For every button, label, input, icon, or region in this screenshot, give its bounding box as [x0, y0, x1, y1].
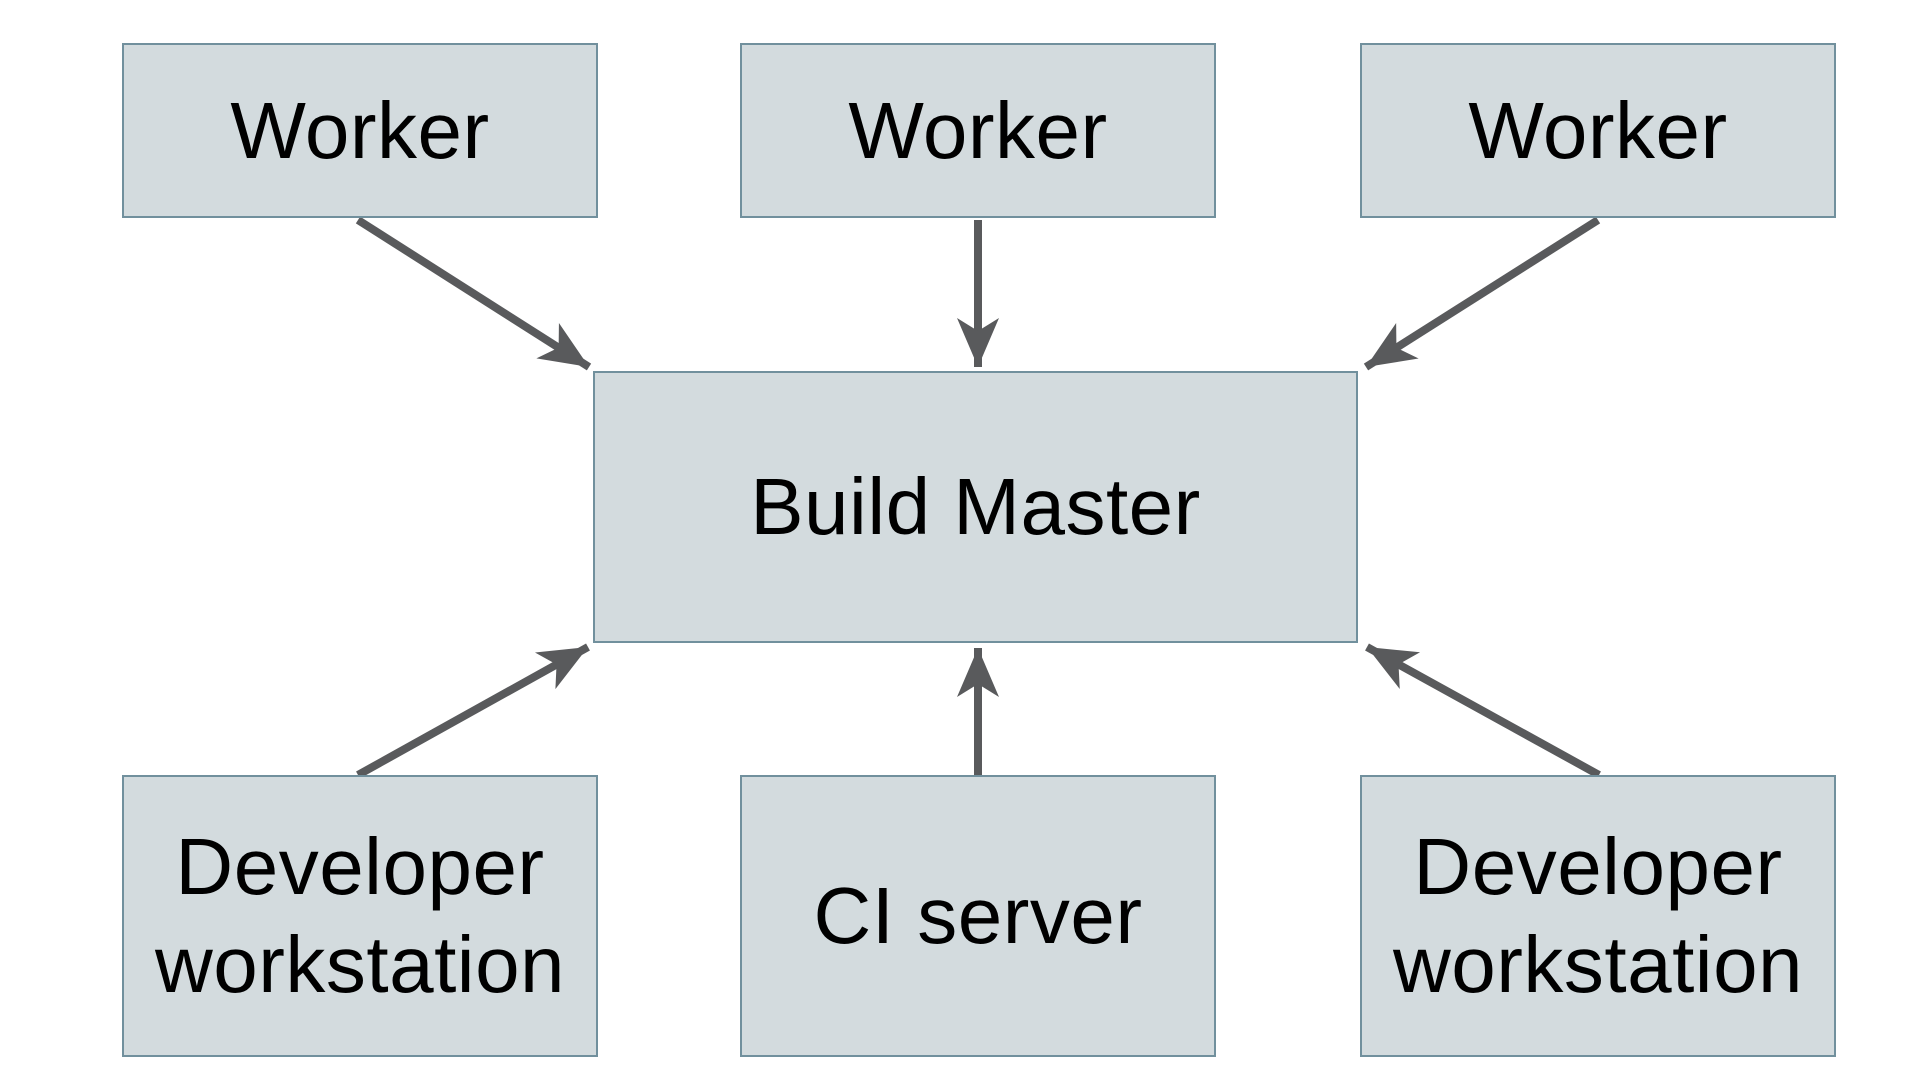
- node-build-master: Build Master: [593, 371, 1358, 643]
- node-worker-3: Worker: [1360, 43, 1836, 218]
- node-ci-server-label: CI server: [813, 871, 1143, 961]
- arrow-worker-1-to-build-master: [355, 216, 592, 371]
- node-developer-workstation-2-label: Developer workstation: [1392, 822, 1804, 1009]
- arrow-developer-workstation-1-to-build-master: [356, 643, 590, 779]
- node-worker-3-label: Worker: [1468, 85, 1728, 175]
- node-build-master-label: Build Master: [750, 462, 1201, 552]
- node-developer-workstation-1-label: Developer workstation: [154, 822, 566, 1009]
- arrow-worker-3-to-build-master: [1363, 216, 1601, 371]
- node-ci-server: CI server: [740, 775, 1216, 1057]
- node-worker-1-label: Worker: [230, 85, 490, 175]
- node-worker-1: Worker: [122, 43, 598, 218]
- node-developer-workstation-2: Developer workstation: [1360, 775, 1836, 1057]
- node-developer-workstation-1: Developer workstation: [122, 775, 598, 1057]
- arrow-developer-workstation-2-to-build-master: [1365, 643, 1601, 779]
- node-worker-2-label: Worker: [848, 85, 1108, 175]
- node-worker-2: Worker: [740, 43, 1216, 218]
